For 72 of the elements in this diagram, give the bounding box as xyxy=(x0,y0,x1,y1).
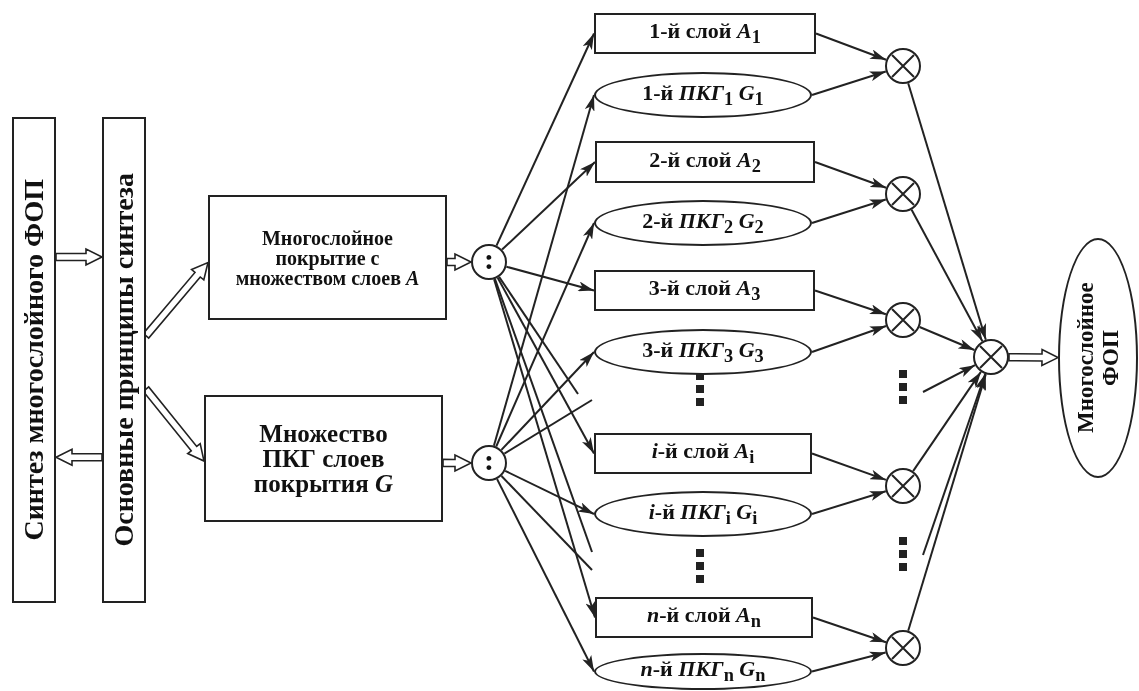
box-label: Синтез многослойного ФОП xyxy=(20,179,48,541)
process-box xyxy=(594,433,812,474)
arrow xyxy=(811,70,887,96)
process-box xyxy=(594,270,815,311)
multiply-circle xyxy=(973,339,1009,375)
ellipse-node xyxy=(594,653,812,690)
arrow xyxy=(495,222,595,448)
connector-line xyxy=(498,275,579,395)
box-label: n-й слой A$_{n}$ xyxy=(647,602,761,633)
arrow xyxy=(910,208,984,343)
box-label: 1-й слой A$_{1}$ xyxy=(649,18,761,49)
box-label: i-й слой A$_{i}$ xyxy=(651,438,755,469)
arrow xyxy=(922,373,987,556)
multiply-circle xyxy=(885,302,921,338)
hollow-arrow xyxy=(442,453,473,473)
ellipse-label: 2-й ПКГ$_{2}$ G$_{2}$ xyxy=(642,207,764,239)
arrow xyxy=(814,289,887,316)
arrow xyxy=(500,351,595,451)
arrow xyxy=(922,364,976,393)
arrow xyxy=(811,490,887,515)
divide-sign: : xyxy=(484,244,494,274)
arrow xyxy=(496,478,595,673)
arrow xyxy=(907,82,987,341)
multiply-circle xyxy=(885,468,921,504)
ellipse-label: Многослойное ФОП xyxy=(1072,281,1124,436)
arrow xyxy=(492,94,595,447)
multiply-circle xyxy=(885,630,921,666)
process-box xyxy=(595,597,813,638)
ellipse-label: i-й ПКГ$_{i}$ G$_{i}$ xyxy=(648,498,758,530)
box-label: Множество ПКГ слоев покрытия G xyxy=(252,421,395,496)
box-label: 3-й слой A$_{3}$ xyxy=(648,275,761,306)
arrow xyxy=(918,326,976,351)
ellipse-label: n-й ПКГ$_{n}$ G$_{n}$ xyxy=(640,656,766,687)
arrow xyxy=(814,161,888,189)
process-box xyxy=(204,395,443,522)
vertical-text-box xyxy=(12,117,56,603)
process-box xyxy=(594,13,816,54)
arrow xyxy=(812,616,887,644)
arrow xyxy=(493,278,596,619)
ellipse-label: 3-й ПКГ$_{3}$ G$_{3}$ xyxy=(642,336,764,368)
arrow xyxy=(495,32,595,247)
ellipse-label: 1-й ПКГ$_{1}$ G$_{1}$ xyxy=(642,79,764,111)
divide-circle xyxy=(471,244,507,280)
multiply-circle xyxy=(885,176,921,212)
arrow xyxy=(912,370,982,473)
arrow xyxy=(505,265,595,292)
box-label: Многослойное покрытие с множеством слоев A xyxy=(234,227,421,288)
arrow xyxy=(811,198,887,224)
hollow-arrow xyxy=(446,252,473,272)
divide-sign: : xyxy=(484,445,494,475)
connector-line xyxy=(500,475,593,571)
arrow xyxy=(501,161,596,251)
arrow xyxy=(504,469,595,515)
process-box xyxy=(208,195,447,320)
hollow-arrow xyxy=(1008,348,1060,367)
vertical-text-box xyxy=(102,117,146,603)
arrow xyxy=(496,276,595,455)
hollow-arrow xyxy=(55,247,104,267)
box-label: 2-й слой A$_{2}$ xyxy=(649,146,761,178)
arrow xyxy=(815,32,888,61)
arrow xyxy=(811,325,887,353)
arrow xyxy=(907,373,987,632)
ellipse-node xyxy=(594,72,812,118)
arrow xyxy=(811,452,887,481)
process-box xyxy=(595,141,815,183)
hollow-arrow xyxy=(54,447,103,467)
arrow xyxy=(811,651,887,673)
connector-line xyxy=(503,399,593,455)
box-label: Основные принципы синтеза xyxy=(110,173,138,547)
multiply-circle xyxy=(885,48,921,84)
connector-line xyxy=(494,278,593,553)
divide-circle xyxy=(471,445,507,481)
